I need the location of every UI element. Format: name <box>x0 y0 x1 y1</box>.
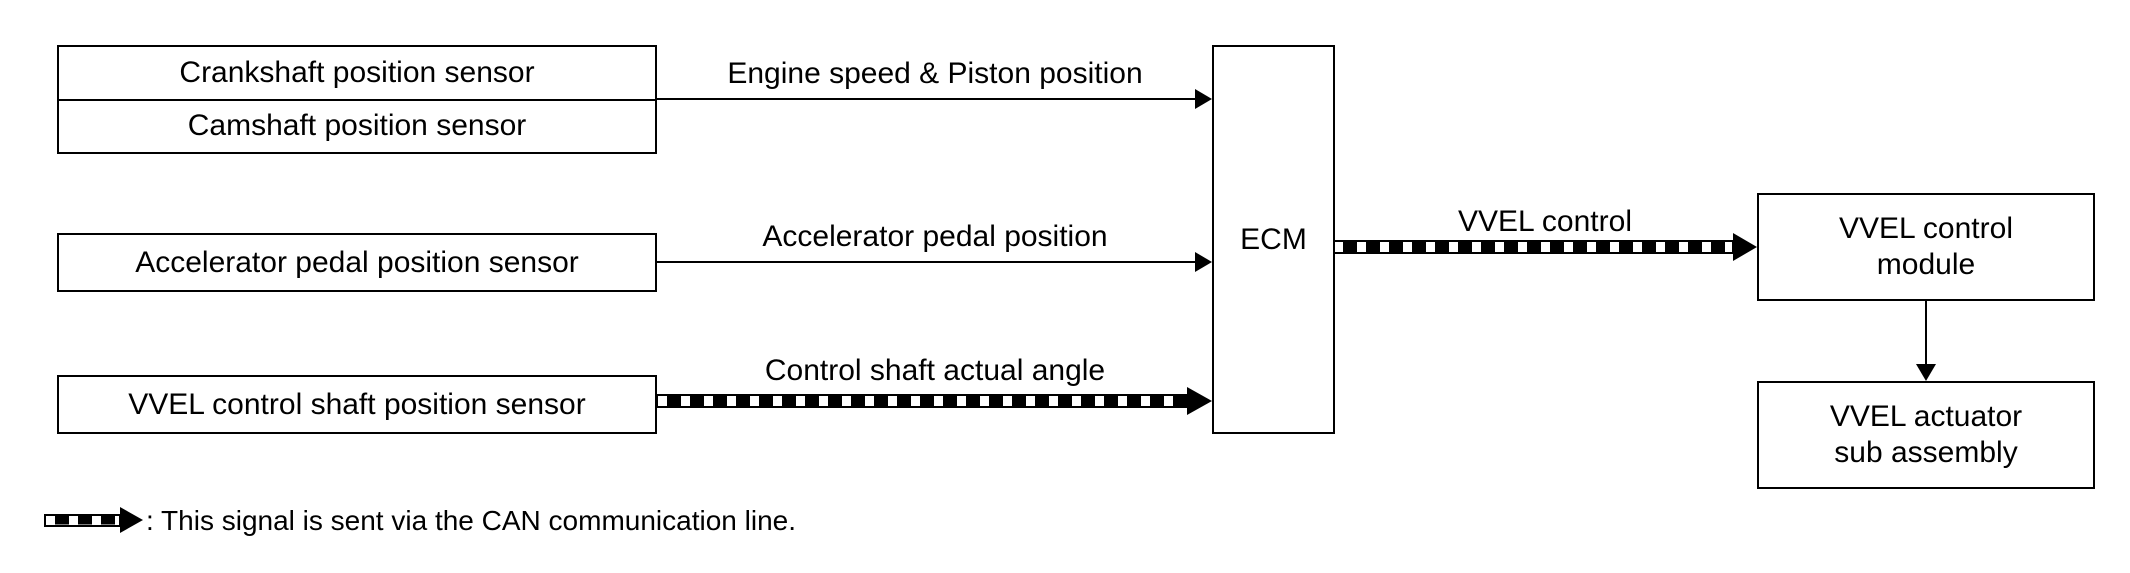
engine-speed-arrowhead <box>1195 89 1212 109</box>
camshaft-sensor-label: Camshaft position sensor <box>187 109 527 143</box>
accelerator-signal-label: Accelerator pedal position <box>762 220 1108 253</box>
crank-cam-sensor-box: Crankshaft position sensor Camshaft posi… <box>57 45 657 154</box>
vvel-actuator-label-line2: sub assembly <box>1834 436 2018 469</box>
module-to-actuator-arrowhead <box>1916 364 1936 381</box>
accelerator-arrowhead <box>1195 252 1212 272</box>
vvel-control-arrowhead <box>1733 233 1757 261</box>
legend-text: : This signal is sent via the CAN commun… <box>146 505 796 536</box>
vvel-shaft-sensor-label: VVEL control shaft position sensor <box>128 387 586 421</box>
vvel-control-signal-label: VVEL control <box>1458 205 1632 238</box>
crank-cam-divider <box>59 98 655 101</box>
vvel-shaft-sensor-box: VVEL control shaft position sensor <box>57 375 657 434</box>
vvel-module-label-line2: module <box>1876 248 1976 281</box>
vvel-actuator-box: VVEL actuator sub assembly <box>1757 381 2095 489</box>
vvel-control-module-box: VVEL control module <box>1757 193 2095 301</box>
crankshaft-sensor-label: Crankshaft position sensor <box>179 55 535 89</box>
engine-speed-signal-label: Engine speed & Piston position <box>727 57 1143 90</box>
accelerator-sensor-box: Accelerator pedal position sensor <box>57 233 657 292</box>
ecm-box: ECM <box>1212 45 1335 434</box>
vvel-actuator-label-line1: VVEL actuator <box>1829 400 2023 433</box>
control-shaft-arrowhead <box>1187 387 1212 415</box>
legend-arrowhead <box>120 507 143 533</box>
ecm-label: ECM <box>1240 222 1307 256</box>
accelerator-sensor-label: Accelerator pedal position sensor <box>135 245 579 279</box>
vvel-module-label-line1: VVEL control <box>1839 212 2013 245</box>
control-shaft-signal-label: Control shaft actual angle <box>764 354 1106 387</box>
